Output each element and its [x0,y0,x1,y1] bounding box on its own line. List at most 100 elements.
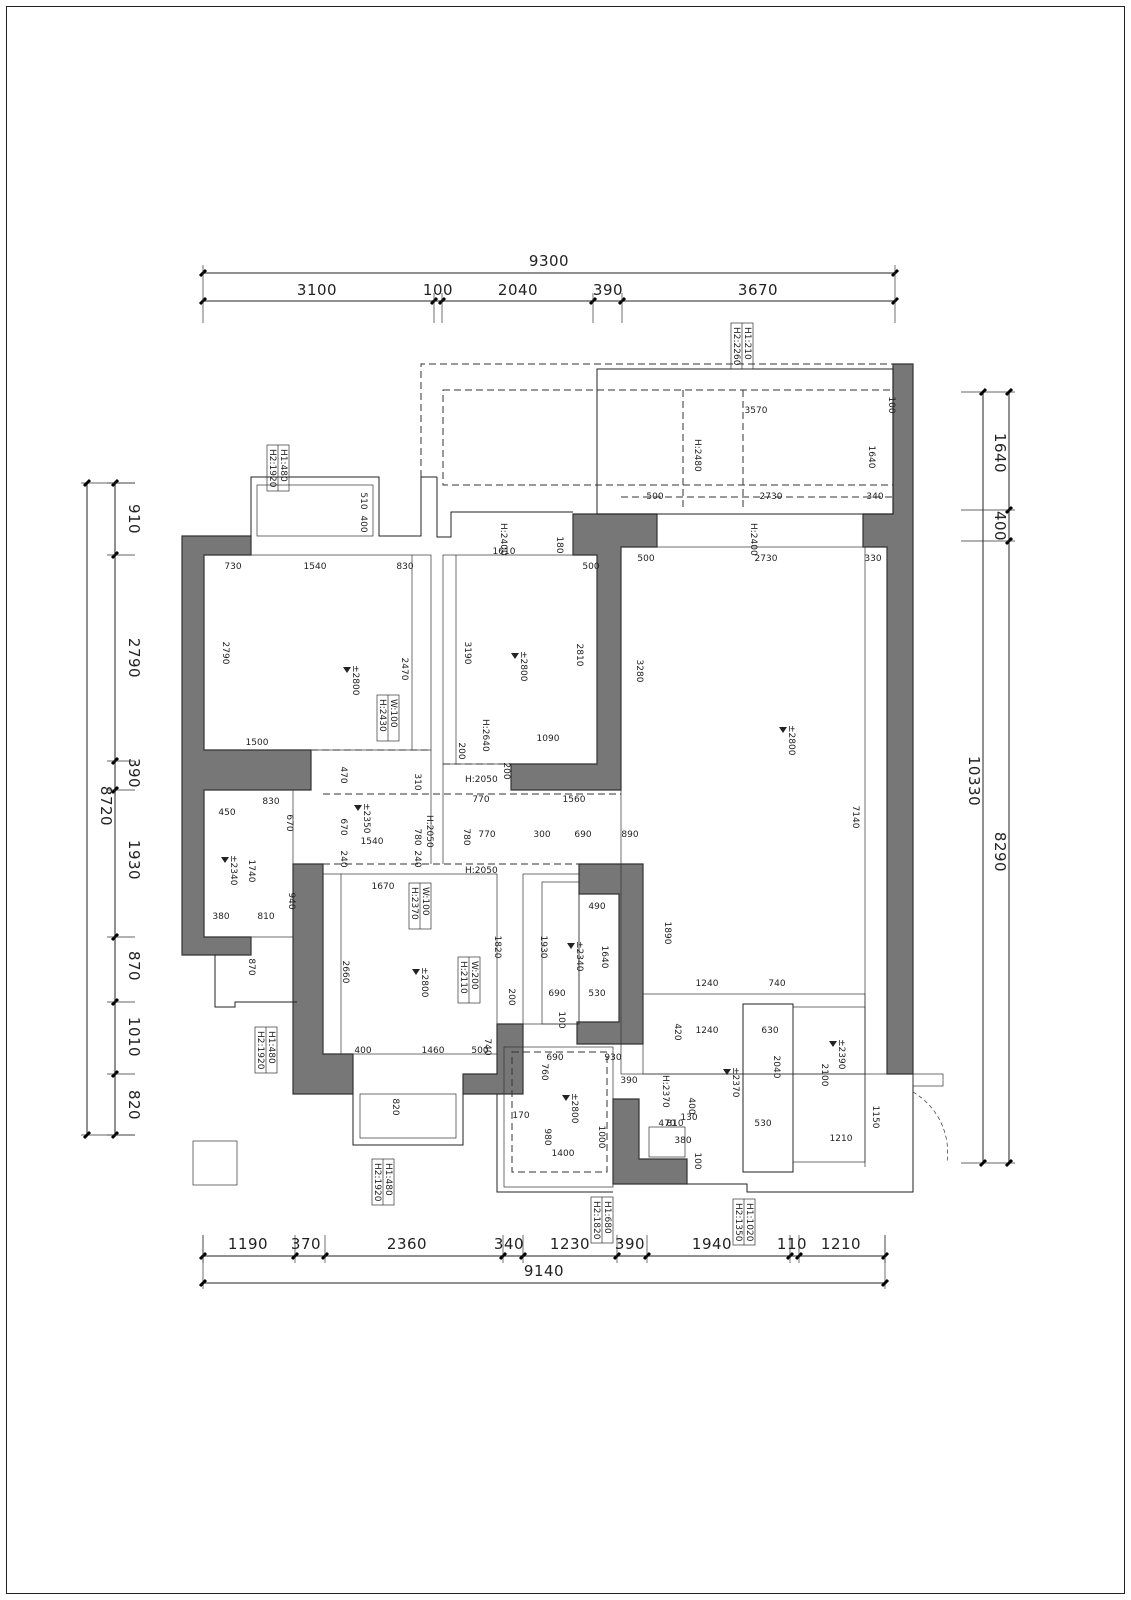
room-dim-label: 530 [588,989,605,999]
room-dim-label: 100 [692,1152,702,1169]
left-total-dim: 8720 [97,786,115,826]
room-dim-label: 1400 [552,1149,575,1159]
room-dim-label: 830 [262,797,279,807]
top-dim-0: 3100 [297,281,337,299]
top-dim-3: 390 [593,281,623,299]
floor-level-text: ±2800 [518,651,528,682]
room-dim-label: 980 [542,1128,552,1145]
room-dim-label: 1890 [662,922,672,945]
room-dim-label: 380 [674,1136,691,1146]
bottom-dim-4: 1230 [550,1235,590,1253]
room-dim-label: 500 [582,562,599,572]
room-dim-label: 340 [866,492,883,502]
room-dim-label: 380 [212,912,229,922]
right-dim-1: 400 [991,511,1009,541]
drawing-sheet: 9300 3100 100 2040 390 3670 1190 370 236… [6,6,1125,1594]
left-dim-3: 1930 [125,840,143,880]
room-dim-label: 1240 [696,1026,719,1036]
room-dim-label: 770 [478,830,495,840]
room-dim-label: 100 [556,1011,566,1028]
room-dim-label: 400 [354,1046,371,1056]
right-dim-0: 1640 [991,433,1009,473]
room-dim-label: 400 [686,1097,696,1114]
floor-level-mark: ±2390 [829,1039,846,1070]
window-tag-text: H2:1820 [591,1201,601,1240]
top-dim-2: 2040 [498,281,538,299]
room-dim-label: 1210 [830,1134,853,1144]
left-dim-1: 2790 [125,638,143,678]
floor-level-text: ±2800 [350,665,360,696]
floor-level-mark: ±2800 [343,665,360,696]
room-dim-label: 1930 [538,936,548,959]
floor-level-mark: ±2370 [723,1067,740,1098]
floor-level-text: ±2800 [569,1093,579,1124]
room-dim-label: 420 [672,1023,682,1040]
bottom-total-dim: 9140 [524,1262,564,1280]
room-dim-label: 1150 [870,1106,880,1129]
bottom-dim-3: 340 [494,1235,524,1253]
floor-levels: ±2800±2800±2800±2350±2340±2800±2340±2800… [221,651,846,1124]
room-dim-label: 770 [472,795,489,805]
left-dim-6: 820 [125,1090,143,1120]
window-tag-text: W:100 [420,887,430,916]
window-tag-text: W:100 [388,699,398,728]
room-dim-label: 690 [546,1053,563,1063]
left-dimensions: 910 2790 390 1930 870 1010 820 8720 [81,478,143,1140]
room-dim-label: 3280 [634,660,644,683]
room-dim-label: 810 [666,1119,683,1129]
room-dim-label: 890 [621,830,638,840]
floor-level-mark: ±2800 [412,967,429,998]
left-dim-5: 1010 [125,1017,143,1057]
room-dim-label: 2730 [760,492,783,502]
floor-level-mark: ±2340 [567,941,584,972]
room-dim-label: 690 [574,830,591,840]
right-total-dim: 10330 [965,756,983,806]
room-dim-label: 670 [338,818,348,835]
window-tag-text: H2:1920 [255,1031,265,1070]
room-dim-label: 1090 [537,734,560,744]
room-dim-label: 1610 [493,547,516,557]
room-dim-label: 130 [680,1113,697,1123]
room-dim-label: 1540 [361,837,384,847]
height-label: H:2640 [480,719,490,752]
left-dim-2: 390 [125,758,143,788]
room-dim-label: 760 [539,1063,549,1080]
floor-level-mark: ±2800 [562,1093,579,1124]
room-dim-label: 830 [396,562,413,572]
room-dim-label: 1820 [492,936,502,959]
room-dim-label: 820 [390,1098,400,1115]
room-dim-label: 450 [218,808,235,818]
top-total-dim: 9300 [529,252,569,270]
room-dim-label: 2470 [399,658,409,681]
top-dimensions: 9300 3100 100 2040 390 3670 [198,252,900,323]
height-label: H:2400 [748,523,758,556]
floor-level-mark: ±2340 [221,855,238,886]
bottom-dim-1: 370 [291,1235,321,1253]
room-dim-label: 3570 [745,406,768,416]
right-dimensions: 1640 400 8290 10330 [961,387,1015,1168]
outlines [192,363,948,1193]
room-dim-label: 1540 [304,562,327,572]
window-tag-text: H1:680 [602,1201,612,1234]
room-dim-label: 100 [886,396,896,413]
room-dim-label: 810 [257,912,274,922]
bottom-dimensions: 1190 370 2360 340 1230 390 1940 110 1210… [198,1235,890,1289]
room-dim-label: 180 [554,536,564,553]
bottom-dim-0: 1190 [228,1235,268,1253]
room-dim-label: 780 [461,828,471,845]
room-dim-label: 2730 [755,554,778,564]
window-tag-text: W:200 [469,961,479,990]
window-tag-text: H2:2260 [731,327,741,366]
window-tag-text: H:2110 [458,961,468,994]
room-dim-label: 2100 [819,1064,829,1087]
room-dim-label: 740 [482,1038,492,1055]
bottom-dim-7: 110 [777,1235,807,1253]
height-label: H:2480 [692,439,702,472]
window-tag-text: H1:1020 [744,1203,754,1242]
room-dim-label: 940 [286,892,296,909]
floor-level-mark: ±2350 [354,803,371,834]
